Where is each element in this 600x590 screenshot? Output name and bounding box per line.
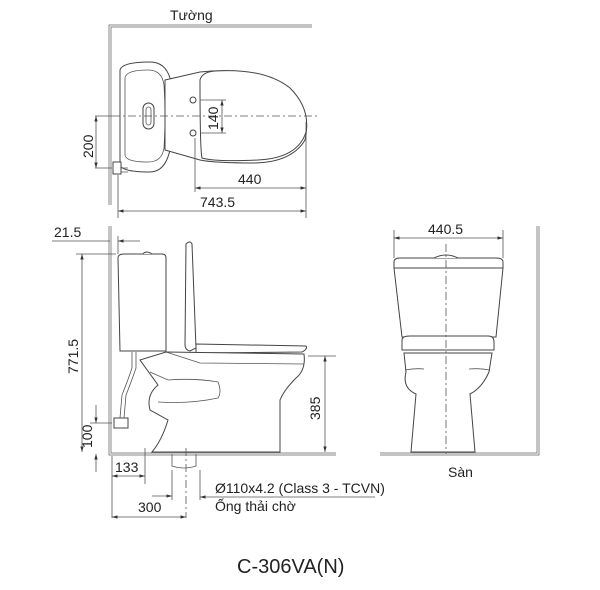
tank-front — [393, 267, 504, 338]
model-title: C-306VA(N) — [237, 556, 344, 578]
dim-300: 300 — [138, 499, 162, 515]
dim-21-5: 21.5 — [54, 224, 81, 240]
bolt-icon — [189, 129, 197, 137]
dim-140: 140 — [205, 106, 221, 130]
dim-771-5: 771.5 — [65, 339, 81, 374]
tank-lid-front — [393, 257, 504, 269]
side-view: 21.5 771.5 100 385 133 300 Ø110x4.2 (Cla… — [52, 224, 385, 519]
floor-label: Sàn — [448, 464, 473, 480]
dim-440: 440 — [238, 171, 262, 187]
dim-440-5: 440.5 — [428, 221, 463, 237]
wall-label: Tường — [170, 7, 213, 23]
pipe-label: Ống thải chờ — [215, 497, 296, 514]
top-view: Tường 140 200 440 — [80, 7, 318, 218]
dim-133: 133 — [115, 459, 139, 475]
lid-side — [184, 241, 197, 352]
seat-front — [401, 335, 495, 351]
bowl-side — [139, 351, 305, 453]
dim-385: 385 — [307, 396, 323, 420]
seat-side — [195, 343, 307, 354]
angle-valve-icon — [113, 417, 129, 429]
dim-743-5: 743.5 — [200, 194, 235, 210]
dim-100: 100 — [79, 424, 95, 448]
bolt-icon — [189, 96, 197, 104]
pipe-spec: Ø110x4.2 (Class 3 - TCVN) — [215, 480, 385, 496]
tank-side — [117, 253, 167, 352]
bowl-front — [403, 352, 493, 453]
front-view: 440.5 Sàn — [380, 221, 540, 480]
dim-200: 200 — [80, 134, 96, 158]
